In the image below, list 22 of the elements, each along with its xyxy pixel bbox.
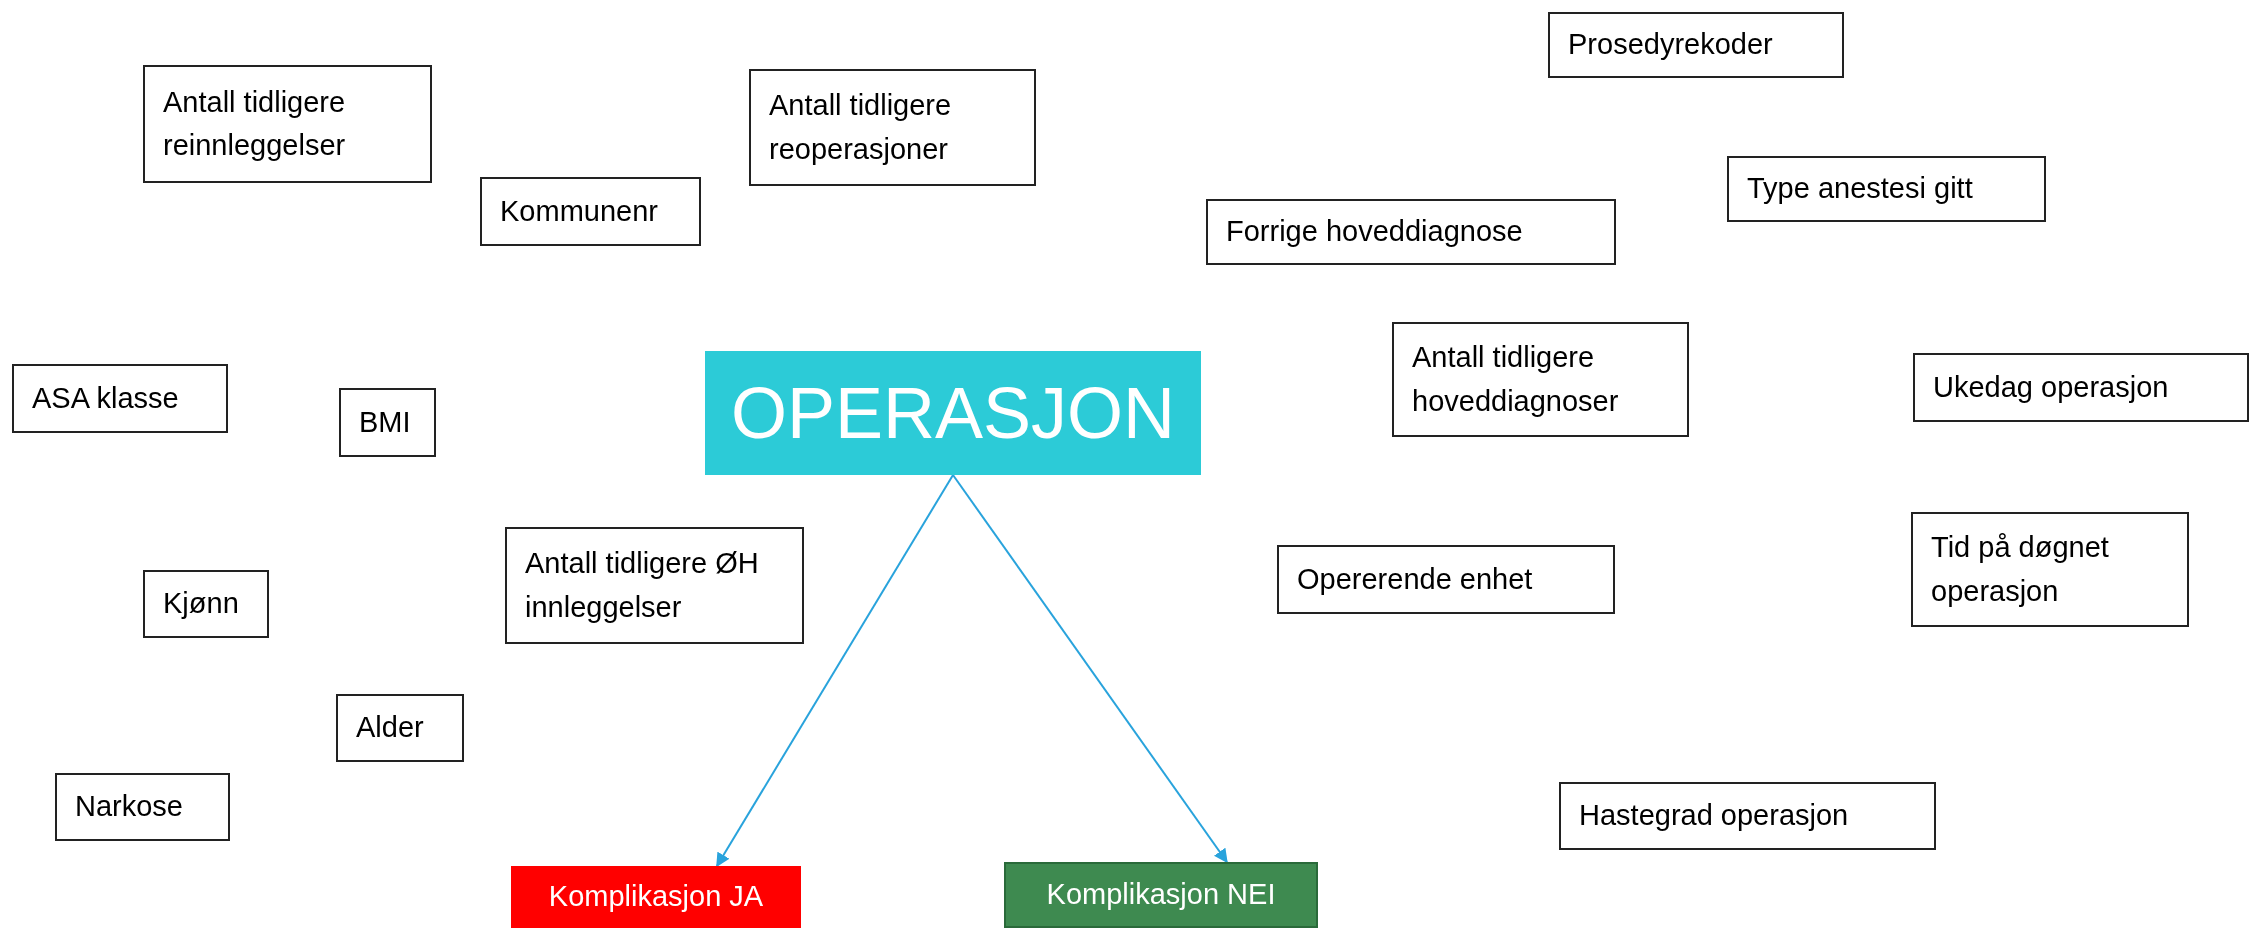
variable-box: Kjønn (143, 570, 269, 638)
variable-box: Forrige hoveddiagnose (1206, 199, 1616, 265)
variable-box: Antall tidligere hoveddiagnoser (1392, 322, 1689, 437)
variable-box: Alder (336, 694, 464, 762)
variable-box: Opererende enhet (1277, 545, 1615, 614)
variable-box: BMI (339, 388, 436, 457)
variable-box: Antall tidligere reoperasjoner (749, 69, 1036, 186)
variable-box: Antall tidligere ØH innleggelser (505, 527, 804, 644)
variable-box: Hastegrad operasjon (1559, 782, 1936, 850)
outcome-box: Komplikasjon JA (511, 866, 801, 928)
main-topic-box: OPERASJON (705, 351, 1201, 475)
variable-box: Ukedag operasjon (1913, 353, 2249, 422)
variable-box: Prosedyrekoder (1548, 12, 1844, 78)
variable-box: Narkose (55, 773, 230, 841)
variable-box: Antall tidligere reinnleggelser (143, 65, 432, 183)
arrow (952, 474, 1228, 864)
variable-box: ASA klasse (12, 364, 228, 433)
variable-box: Type anestesi gitt (1727, 156, 2046, 222)
variable-box: Tid på døgnet operasjon (1911, 512, 2189, 627)
arrow (715, 474, 954, 868)
variable-box: Kommunenr (480, 177, 701, 246)
outcome-box: Komplikasjon NEI (1004, 862, 1318, 928)
